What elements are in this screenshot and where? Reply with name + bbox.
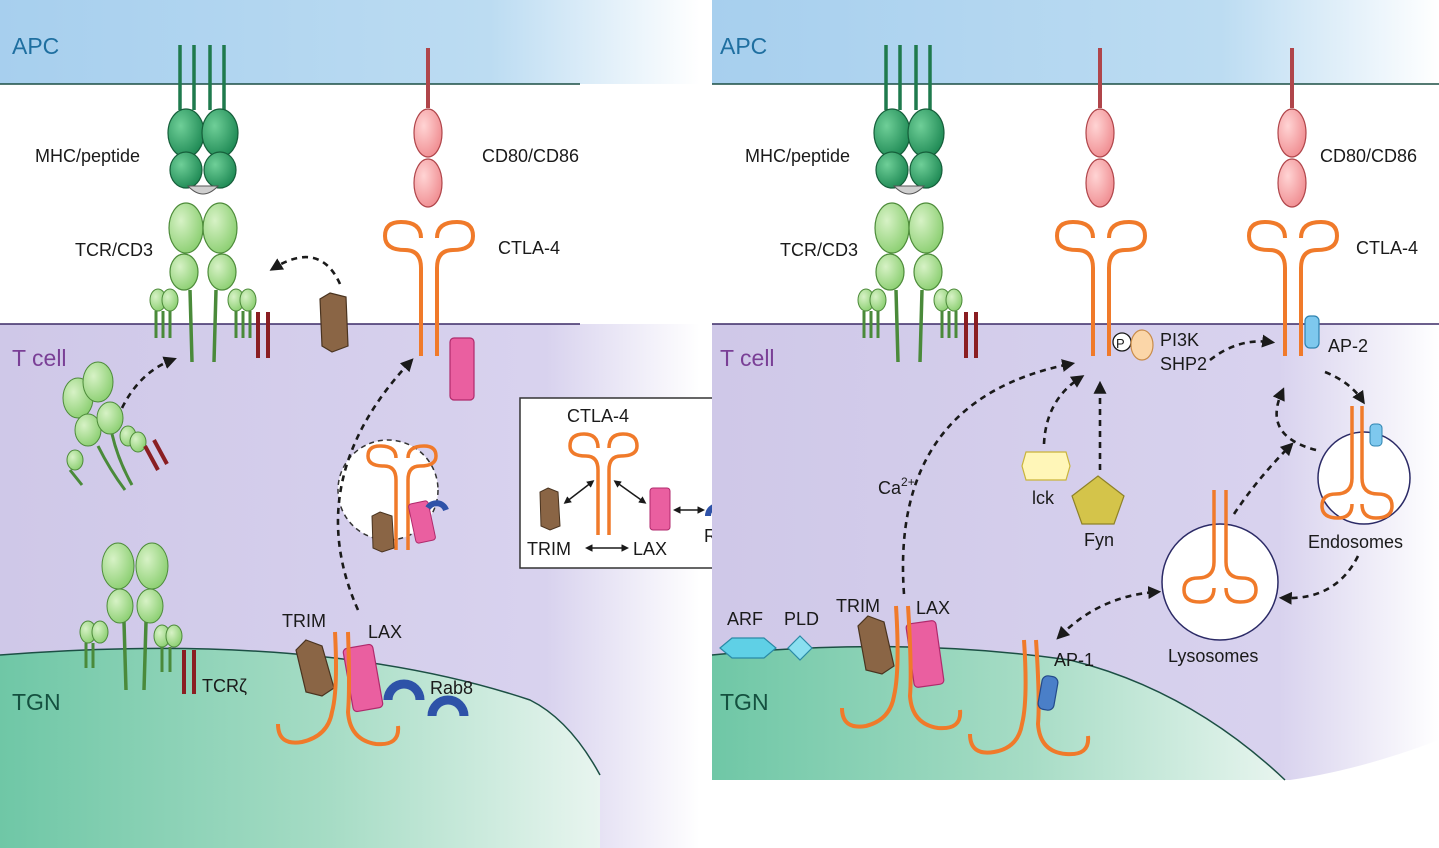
right-fyn-label: Fyn [1084, 530, 1114, 550]
left-tcr-tgn [79, 542, 196, 694]
right-ctla4-surface-1 [1054, 219, 1148, 356]
right-arf-protein [719, 637, 777, 659]
right-arrow-endosome-to-membrane [1272, 387, 1317, 452]
right-lax-label: LAX [916, 598, 950, 618]
right-cd80-molecule-1 [1085, 48, 1115, 208]
left-ctla4-surface [382, 219, 476, 356]
left-rab8-label: Rab8 [430, 678, 473, 698]
left-vesicle-complex [366, 444, 449, 553]
right-arrow-ap2-to-endosome [1324, 370, 1365, 405]
inset-trim [539, 487, 561, 531]
inset-ctla4-label: CTLA-4 [567, 406, 629, 426]
right-apc-label: APC [720, 33, 767, 59]
right-endosome-ctla4 [1320, 406, 1394, 520]
right-tgn-membrane [711, 645, 1286, 781]
right-endosome-ap2 [1369, 423, 1383, 447]
left-tgn-label: TGN [12, 689, 61, 715]
left-tcrz-label: TCRζ [202, 676, 247, 696]
right-phospho-label: P [1116, 336, 1125, 351]
left-mhc-label: MHC/peptide [35, 146, 140, 166]
right-lck-label: lck [1032, 488, 1055, 508]
left-tcr-intracellular [62, 361, 169, 491]
left-arrow-tgn-to-membrane [336, 358, 414, 611]
inset-ctla4 [568, 432, 639, 535]
right-ctla4-surface-2 [1246, 219, 1340, 356]
right-lysosomes-label: Lysosomes [1168, 646, 1258, 666]
right-pi3k-label: PI3K [1160, 330, 1199, 350]
left-tcr-label: TCR/CD3 [75, 240, 153, 260]
right-tcr-complex [857, 202, 978, 363]
left-ctla4-tgn-complex [276, 631, 401, 747]
right-mhc-label: MHC/peptide [745, 146, 850, 166]
left-tcell-label: T cell [12, 345, 67, 371]
right-arrow-ap1-to-lysosome [1056, 586, 1162, 640]
inset-trim-label: TRIM [527, 539, 571, 559]
right-ca-label: Ca2+ [878, 475, 915, 498]
right-arrow-endosome-to-lysosome [1278, 555, 1360, 605]
left-apc-band [0, 0, 700, 84]
right-arrow-pi3k-to-ctla4 [1209, 334, 1276, 362]
left-tgn-membrane [0, 647, 601, 776]
right-tgn-label: TGN [720, 689, 769, 715]
right-arf-label: ARF [727, 609, 763, 629]
right-ap2-protein [1304, 315, 1320, 349]
right-arrow-lck-to-ctla4 [1042, 375, 1085, 445]
left-trim-protein [319, 292, 349, 353]
right-mhc-complex [873, 45, 945, 195]
left-lax-protein [449, 337, 475, 401]
right-tcell-label: T cell [720, 345, 775, 371]
right-apc-band [712, 0, 1439, 84]
left-ctla4-label: CTLA-4 [498, 238, 560, 258]
right-panel: APC T cell TGN MHC/peptide TCR/CD [711, 0, 1439, 781]
right-ap1-label: AP-1 [1054, 650, 1094, 670]
left-cd80-label: CD80/CD86 [482, 146, 579, 166]
left-trim-label: TRIM [282, 611, 326, 631]
right-ctla4-tgn-complex [840, 605, 963, 731]
right-cd80-label: CD80/CD86 [1320, 146, 1417, 166]
left-apc-label: APC [12, 33, 59, 59]
right-lck-protein [1021, 451, 1071, 481]
right-lysosome [1161, 523, 1279, 641]
left-lax-label: LAX [368, 622, 402, 642]
right-ctla4-ap1-complex [968, 639, 1091, 757]
right-pld-label: PLD [784, 609, 819, 629]
right-pi3k-shp2-protein [1130, 329, 1154, 361]
left-arrow-trim-to-tcr [269, 255, 342, 285]
left-tcr-complex [149, 202, 270, 363]
right-tcr-label: TCR/CD3 [780, 240, 858, 260]
right-cd80-molecule-2 [1277, 48, 1307, 208]
right-lysosome-ctla4 [1182, 490, 1258, 604]
left-mhc-complex [167, 45, 239, 195]
right-endosomes-label: Endosomes [1308, 532, 1403, 552]
right-tgn-area [712, 646, 1285, 780]
right-fyn-protein [1071, 475, 1125, 525]
inset-lax-label: LAX [633, 539, 667, 559]
right-arrow-ca-to-ctla4 [901, 359, 1076, 595]
right-arrow-lysosome-to-endosome [1232, 442, 1294, 515]
left-rab8-proteins [383, 679, 469, 717]
right-pld-protein [787, 635, 813, 661]
left-arrow-tcr-to-membrane [120, 356, 177, 409]
right-ap2-label: AP-2 [1328, 336, 1368, 356]
right-ctla4-label: CTLA-4 [1356, 238, 1418, 258]
inset-lax [649, 487, 671, 531]
right-endosome [1317, 431, 1411, 525]
left-cd80-molecule [413, 48, 443, 208]
right-trim-label: TRIM [836, 596, 880, 616]
right-shp2-label: SHP2 [1160, 354, 1207, 374]
